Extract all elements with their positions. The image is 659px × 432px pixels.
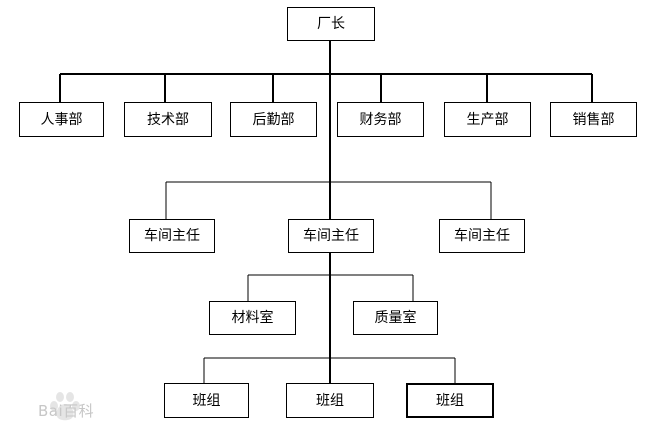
department-node-tech: 技术部: [124, 102, 212, 137]
materials-room-node: 材料室: [209, 301, 296, 335]
quality-room-node: 质量室: [353, 301, 438, 335]
factory-director-node: 厂长: [287, 7, 375, 41]
department-node-production: 生产部: [444, 102, 531, 137]
department-node-finance: 财务部: [337, 102, 424, 137]
team-node-right: 班组: [406, 383, 494, 418]
workshop-director-node-center: 车间主任: [288, 219, 374, 253]
workshop-director-node-right: 车间主任: [439, 219, 525, 253]
department-node-logistics: 后勤部: [230, 102, 317, 137]
team-node-center: 班组: [286, 383, 374, 418]
baidu-watermark-text: Bai百科: [38, 402, 95, 420]
team-node-left: 班组: [164, 383, 249, 418]
department-node-hr: 人事部: [19, 102, 104, 137]
baidu-paw-logo-icon: [50, 392, 80, 421]
workshop-director-node-left: 车间主任: [129, 219, 215, 253]
department-node-sales: 销售部: [550, 102, 637, 137]
